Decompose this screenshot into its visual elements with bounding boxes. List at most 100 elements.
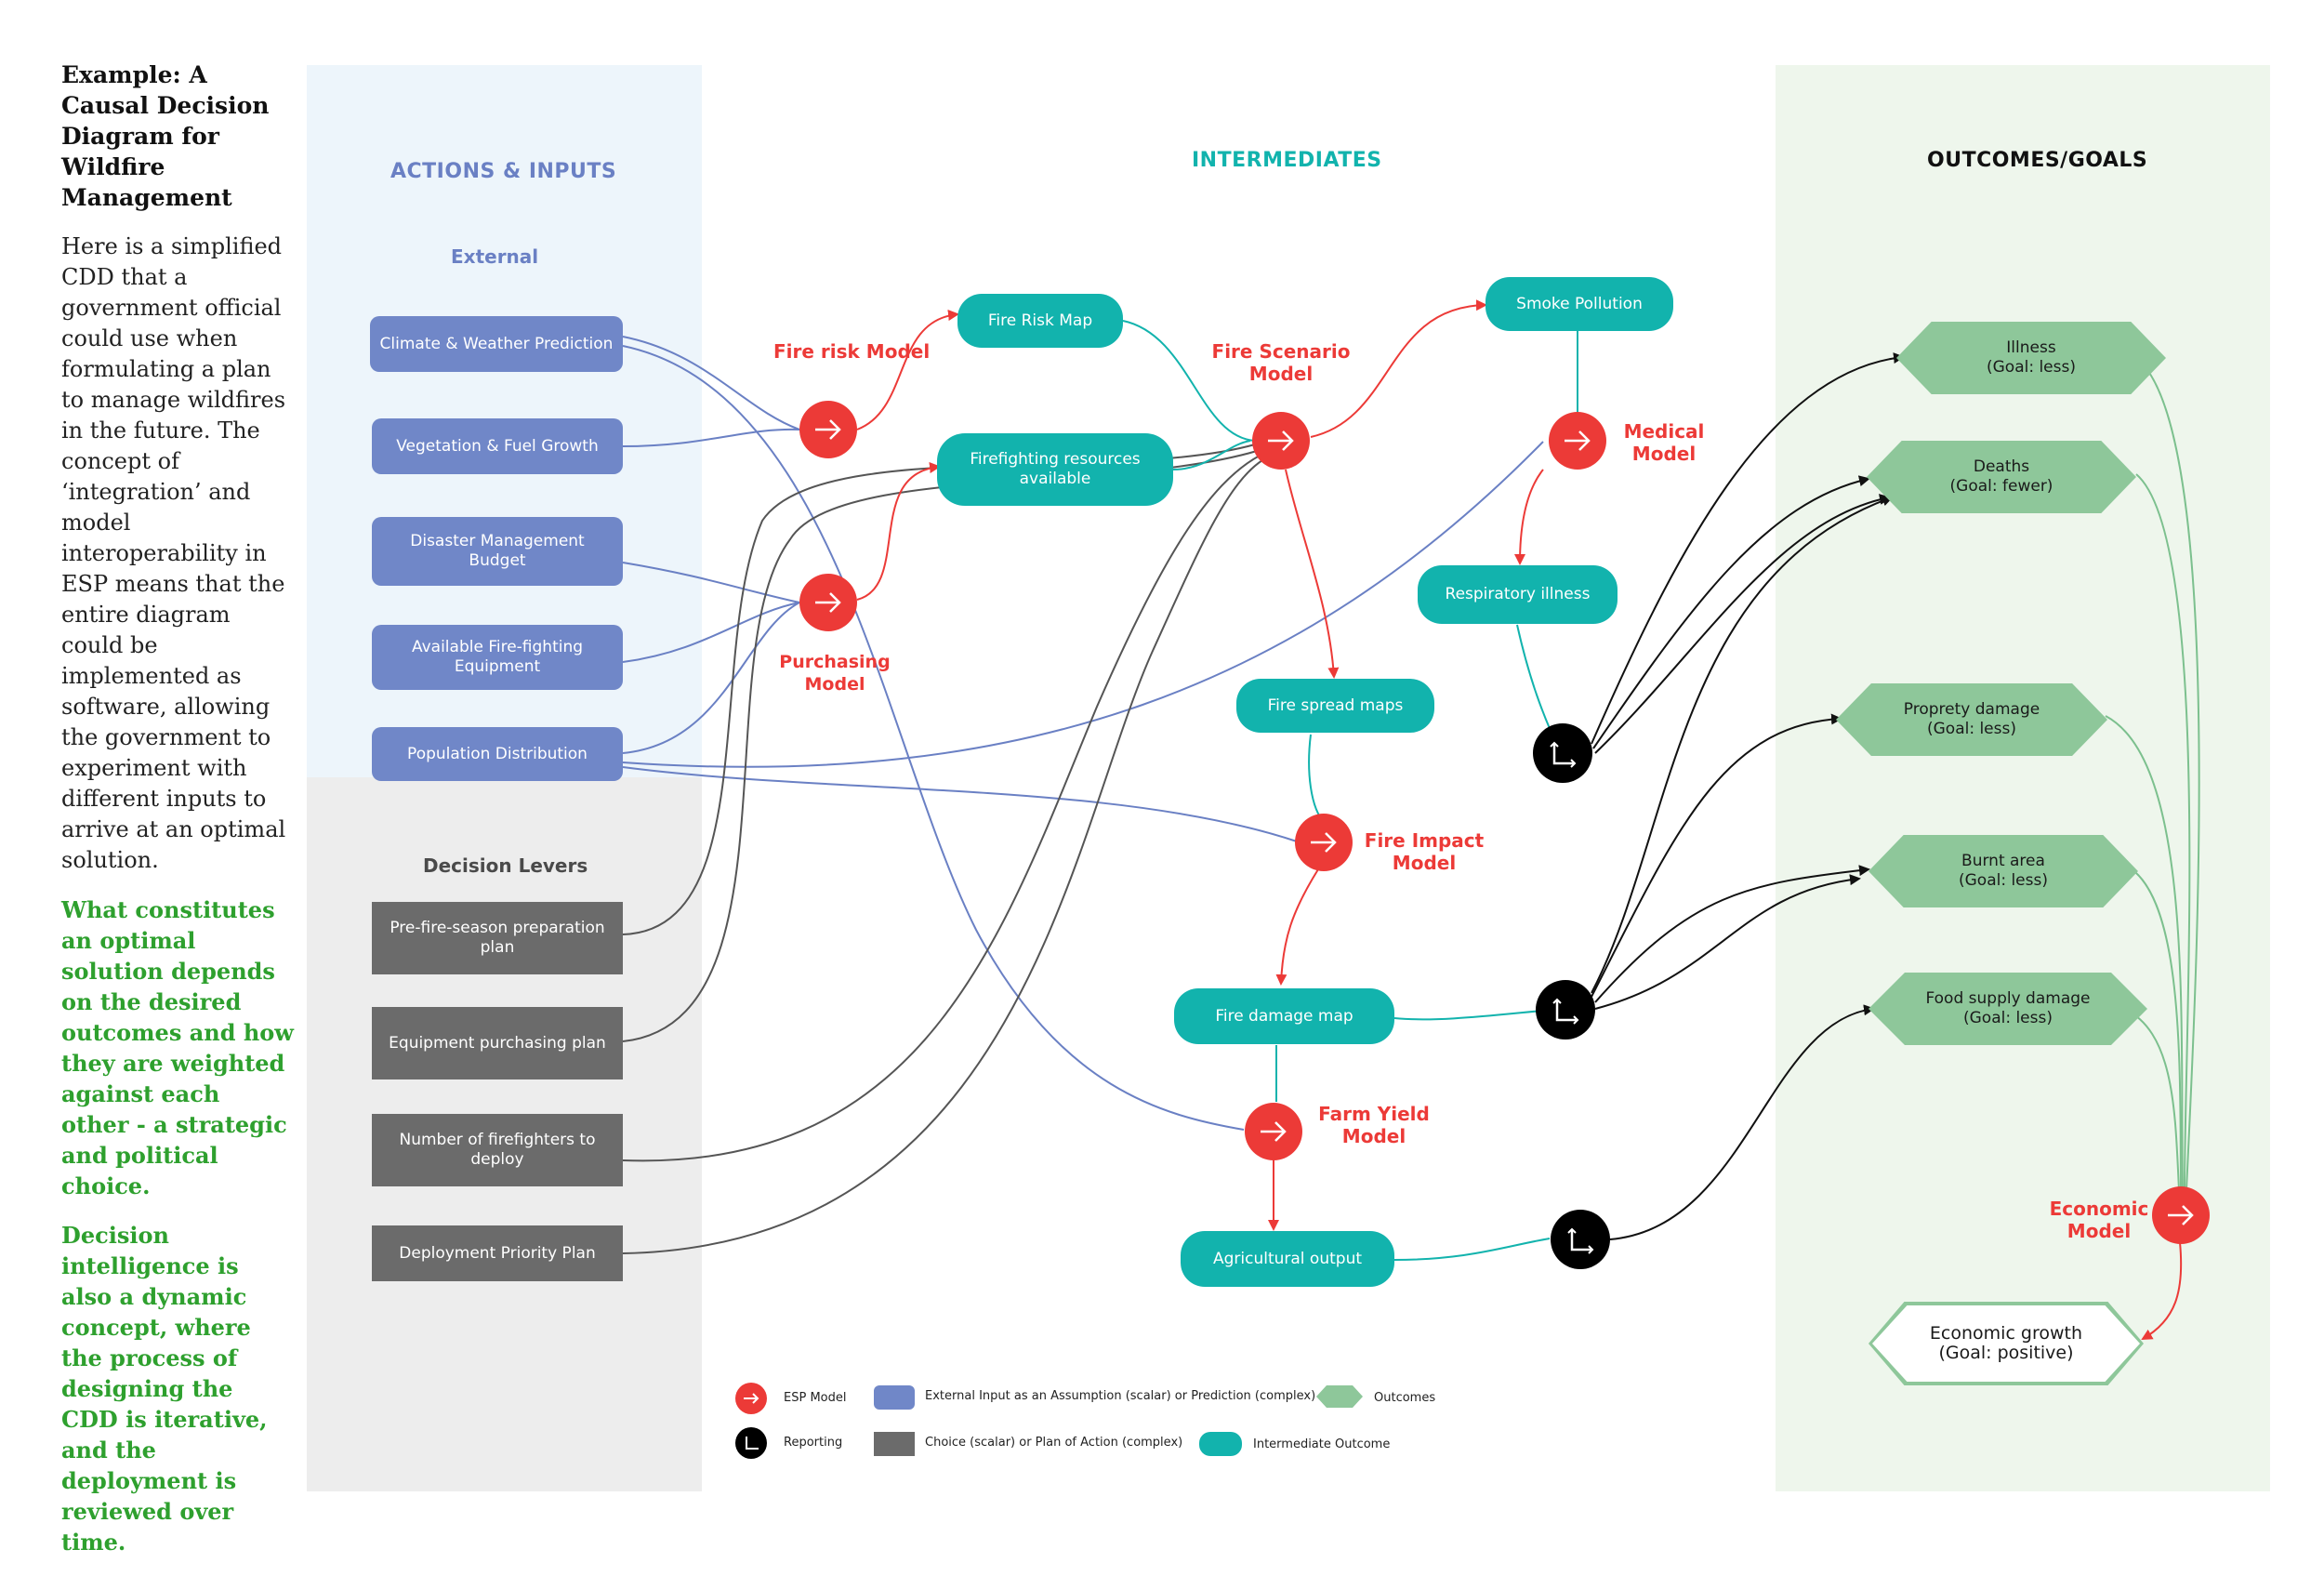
outcome-property-name: Proprety damage: [1903, 700, 2040, 719]
input-budget[interactable]: Disaster Management Budget: [372, 517, 623, 586]
legend-esp-model-icon: [735, 1383, 767, 1414]
input-vegetation[interactable]: Vegetation & Fuel Growth: [372, 418, 623, 474]
outcome-property-goal: (Goal: less): [1926, 720, 2016, 738]
arrow-scenario-spread: [1285, 469, 1340, 679]
reporting-agri-icon[interactable]: [1550, 1209, 1611, 1270]
purchasing-model-icon[interactable]: [799, 573, 858, 632]
outcomes-heading: OUTCOMES/GOALS: [1927, 149, 2148, 172]
fire-scenario-model-icon[interactable]: [1251, 411, 1311, 470]
outcome-economic-inner: [1872, 1305, 2140, 1382]
outcome-food-goal: (Goal: less): [1962, 1009, 2053, 1027]
intro-text: Here is a simplified CDD that a governme…: [61, 233, 286, 873]
fire-impact-model-label: Fire Impact Model: [1364, 829, 1485, 874]
levers-subheading: Decision Levers: [423, 854, 588, 877]
legend-external-label: External Input as an Assumption (scalar)…: [925, 1389, 1316, 1403]
medical-model-label: Medical Model: [1623, 420, 1705, 465]
intermediates-heading: INTERMEDIATES: [1192, 149, 1382, 172]
fire-risk-model-label: Fire risk Model: [773, 340, 931, 363]
dynamic-note: Decision intelligence is also a dynamic …: [61, 1222, 268, 1556]
reporting-respiratory-icon[interactable]: [1532, 722, 1593, 784]
edge-agri-report: [1393, 1238, 1551, 1261]
arrow-economic-growth: [2141, 1241, 2183, 1340]
outcome-burnt[interactable]: Burnt area (Goal: less): [1868, 835, 2138, 907]
legend-intermediate-swatch: [1199, 1432, 1242, 1456]
edge-climate-farm: [622, 345, 1245, 1131]
arrow-report2-burnt-b: [1594, 874, 1861, 1010]
arrow-report2-burnt: [1594, 865, 1870, 1003]
outcome-economic[interactable]: Economic growth (Goal: positive): [1868, 1302, 2144, 1385]
edge-burnt-economic: [2123, 864, 2182, 1191]
fire-impact-model-icon[interactable]: [1294, 813, 1353, 872]
arrow-scenario-smoke: [1310, 299, 1487, 438]
edge-prep-scenario: [622, 444, 1256, 935]
edge-resources-scenario: [1172, 440, 1251, 470]
arrow-impact-damage: [1275, 868, 1319, 986]
farm-yield-model-label: Farm Yield Model: [1318, 1103, 1430, 1147]
edge-population-medical: [622, 441, 1544, 768]
lever-priority-plan[interactable]: Deployment Priority Plan: [372, 1225, 623, 1281]
lever-prep-plan[interactable]: Pre-fire-season preparation plan: [372, 902, 623, 974]
input-population[interactable]: Population Distribution: [372, 727, 623, 781]
reporting-damage-icon[interactable]: [1535, 979, 1596, 1040]
legend-outcomes-label: Outcomes: [1374, 1391, 1436, 1405]
outcome-illness-goal: (Goal: less): [1986, 358, 2076, 377]
sidebar: Example: A Causal Decision Diagram for W…: [61, 60, 294, 1576]
purchasing-model-label: Purchasing Model: [779, 652, 891, 695]
edge-firefighters-scenario: [622, 455, 1261, 1162]
legend-outcomes-swatch: [1316, 1385, 1363, 1408]
optimal-note: What constitutes an optimal solution dep…: [61, 896, 294, 1199]
edge-population-purchasing: [622, 602, 800, 754]
arrow-report3-food: [1609, 1004, 1875, 1240]
edge-budget-purchasing: [622, 562, 800, 603]
arrow-report1-deaths-b: [1594, 494, 1891, 754]
intermediate-risk-map[interactable]: Fire Risk Map: [957, 294, 1123, 348]
external-subheading: External: [451, 245, 539, 268]
arrow-purchasing-resources: [856, 462, 941, 601]
lever-purchase-plan[interactable]: Equipment purchasing plan: [372, 1007, 623, 1079]
edge-riskmap-scenario: [1122, 320, 1256, 442]
edge-illness-economic: [2128, 352, 2200, 1191]
fire-risk-model-icon[interactable]: [799, 400, 858, 459]
intermediate-damage[interactable]: Fire damage map: [1174, 988, 1394, 1044]
edge-population-impact: [622, 766, 1298, 842]
outcome-economic-name: Economic growth: [1929, 1323, 2083, 1344]
legend-external-swatch: [874, 1385, 915, 1410]
intermediate-respiratory[interactable]: Respiratory illness: [1418, 565, 1618, 624]
input-equipment[interactable]: Available Fire-fighting Equipment: [372, 625, 623, 690]
lever-firefighters[interactable]: Number of firefighters to deploy: [372, 1114, 623, 1186]
outcome-illness[interactable]: Illness (Goal: less): [1896, 322, 2166, 394]
arrow-medical-respiratory: [1514, 469, 1544, 565]
intermediate-agri[interactable]: Agricultural output: [1181, 1231, 1394, 1287]
outcome-property[interactable]: Proprety damage (Goal: less): [1836, 683, 2107, 756]
input-climate[interactable]: Climate & Weather Prediction: [370, 316, 623, 372]
outcome-economic-goal: (Goal: positive): [1938, 1343, 2074, 1363]
arrow-firerisk-riskmap: [856, 310, 959, 430]
legend-reporting-icon: [735, 1427, 767, 1459]
intermediate-smoke[interactable]: Smoke Pollution: [1486, 277, 1673, 331]
medical-model-icon[interactable]: [1548, 411, 1607, 470]
legend-reporting-label: Reporting: [784, 1436, 843, 1450]
outcome-deaths-goal: (Goal: fewer): [1949, 477, 2053, 496]
intermediate-resources[interactable]: Firefighting resources available: [937, 433, 1173, 506]
economic-model-icon[interactable]: [2151, 1185, 2211, 1245]
outcome-food[interactable]: Food supply damage (Goal: less): [1868, 973, 2147, 1045]
edge-climate-firerisk: [622, 336, 800, 430]
legend-choice-swatch: [874, 1432, 915, 1456]
diagram-title: Example: A Causal Decision Diagram for W…: [61, 61, 270, 211]
legend-intermediate-label: Intermediate Outcome: [1253, 1437, 1391, 1451]
edge-purchase-scenario: [622, 450, 1258, 1042]
outcome-deaths[interactable]: Deaths (Goal: fewer): [1867, 441, 2136, 513]
edge-equipment-purchasing: [622, 602, 800, 663]
legend-choice-label: Choice (scalar) or Plan of Action (compl…: [925, 1436, 1183, 1450]
economic-model-label: Economic Model: [2049, 1198, 2149, 1242]
edge-vegetation-firerisk: [622, 428, 800, 447]
farm-yield-model-icon[interactable]: [1244, 1102, 1303, 1161]
outcome-deaths-name: Deaths: [1973, 457, 2030, 476]
arrow-report1-illness: [1591, 352, 1905, 745]
edge-priority-scenario: [622, 459, 1263, 1254]
edge-property-economic: [2105, 715, 2184, 1191]
intermediate-spread[interactable]: Fire spread maps: [1236, 679, 1434, 733]
edge-deaths-economic: [2135, 473, 2191, 1191]
arrow-report2-deaths: [1591, 495, 1894, 994]
